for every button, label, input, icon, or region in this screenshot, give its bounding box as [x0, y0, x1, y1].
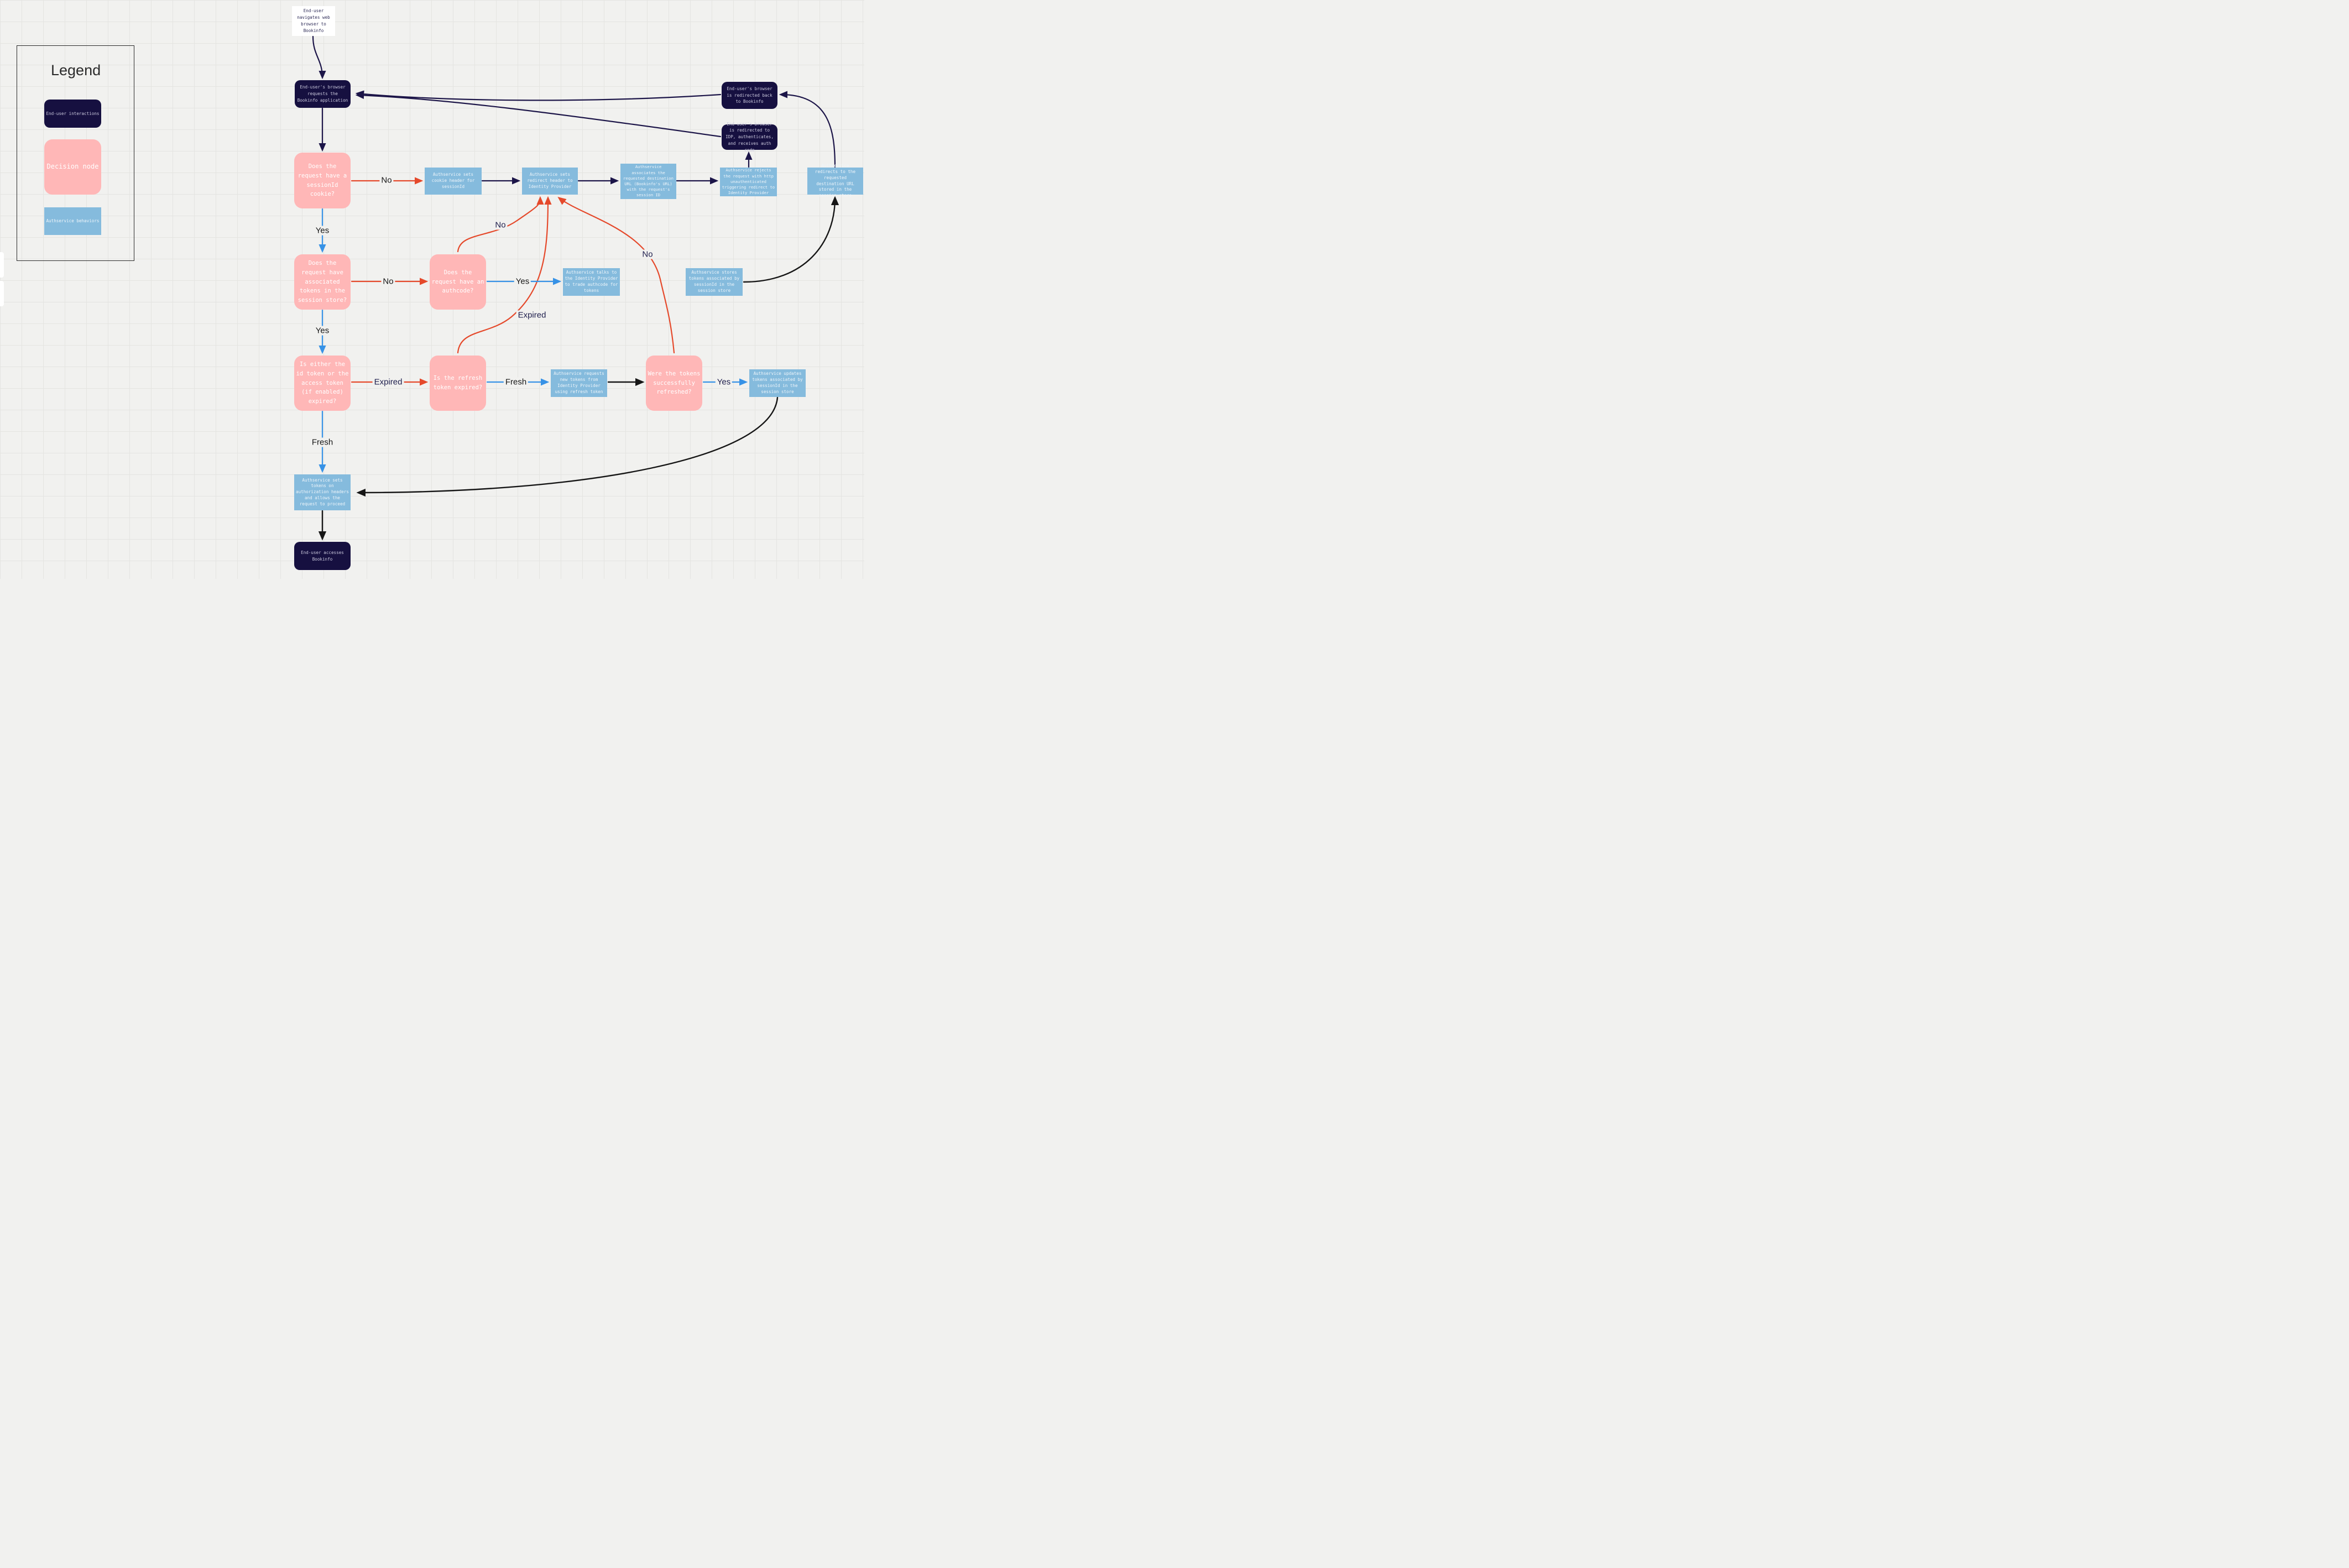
edge-label-fresh: Fresh: [503, 377, 529, 387]
node-q-cookie: Does the request have a sessionId cookie…: [294, 153, 351, 208]
clipped-node: [0, 281, 4, 306]
edge-label-no: No: [640, 249, 655, 259]
node-q-tokens: Does the request have associated tokens …: [294, 254, 351, 310]
flowchart-canvas: Legend End-user interactions Decision no…: [0, 0, 864, 579]
edge-q-refreshed-no: [557, 196, 675, 354]
edge-label-expired: Expired: [516, 310, 548, 320]
node-sets-cookie: Authservice sets cookie header for sessi…: [425, 168, 482, 195]
edge-label-yes: Yes: [314, 226, 331, 236]
edge-idp-auth-to-browser-requests: [355, 91, 722, 138]
node-rejects: Authservice rejects the request with htt…: [720, 168, 777, 196]
edge-label-fresh: Fresh: [310, 437, 335, 447]
node-browser-requests: End-user's browser requests the Bookinfo…: [295, 80, 351, 108]
legend-item-decision: Decision node: [44, 139, 101, 195]
node-redirects-stored: Authservice redirects to the requested d…: [807, 163, 863, 198]
node-idp-auth: End-user's browser is redirected to IDP,…: [722, 122, 777, 153]
legend-item-authservice: Authservice behaviors: [44, 207, 101, 235]
node-trade-authcode: Authservice talks to the Identity Provid…: [563, 268, 620, 296]
node-requests-new: Authservice requests new tokens from Ide…: [551, 369, 607, 397]
node-q-authcode: Does the request have an authcode?: [430, 254, 486, 310]
edge-label-no: No: [493, 220, 508, 230]
legend-frame: [17, 45, 134, 261]
node-sets-headers: Authservice sets tokens on authorization…: [294, 474, 351, 510]
edge-q-refresh-expired: [457, 196, 552, 354]
node-start: End-user navigates web browser to Bookin…: [292, 6, 335, 36]
node-q-refreshed: Were the tokens successfully refreshed?: [646, 356, 702, 411]
edge-start-to-browser-requests: [312, 35, 326, 80]
edge-label-no: No: [379, 175, 394, 185]
node-back-bookinfo: End-user's browser is redirected back to…: [722, 82, 777, 109]
edge-q-authcode-no: [457, 196, 544, 253]
node-associates-url: Authservice associates the requested des…: [620, 164, 676, 199]
edge-redirects-stored-to-back-bookinfo: [779, 91, 836, 168]
clipped-node: [0, 252, 4, 278]
edge-label-yes: Yes: [314, 326, 331, 336]
edge-label-yes: Yes: [715, 377, 733, 387]
node-updates-tokens: Authservice updates tokens associated by…: [749, 369, 806, 397]
node-q-expired: Is either the id token or the access tok…: [294, 356, 351, 411]
node-sets-redirect: Authservice sets redirect header to Iden…: [522, 168, 578, 195]
edge-label-no: No: [381, 276, 395, 286]
node-stores-tokens: Authservice stores tokens associated by …: [686, 268, 743, 296]
node-q-refresh: Is the refresh token expired?: [430, 356, 486, 411]
edge-label-expired: Expired: [372, 377, 404, 387]
edge-stores-tokens-to-redirects-stored: [743, 196, 839, 283]
node-access-bookinfo: End-user accesses Bookinfo: [294, 542, 351, 570]
legend-item-end-user: End-user interactions: [44, 100, 101, 128]
edge-label-yes: Yes: [514, 276, 531, 286]
edge-back-bookinfo-to-browser-requests: [355, 90, 722, 101]
edge-updates-tokens-to-sets-headers: [356, 396, 779, 497]
flowchart-edges: [312, 35, 839, 541]
legend-title: Legend: [51, 62, 101, 79]
